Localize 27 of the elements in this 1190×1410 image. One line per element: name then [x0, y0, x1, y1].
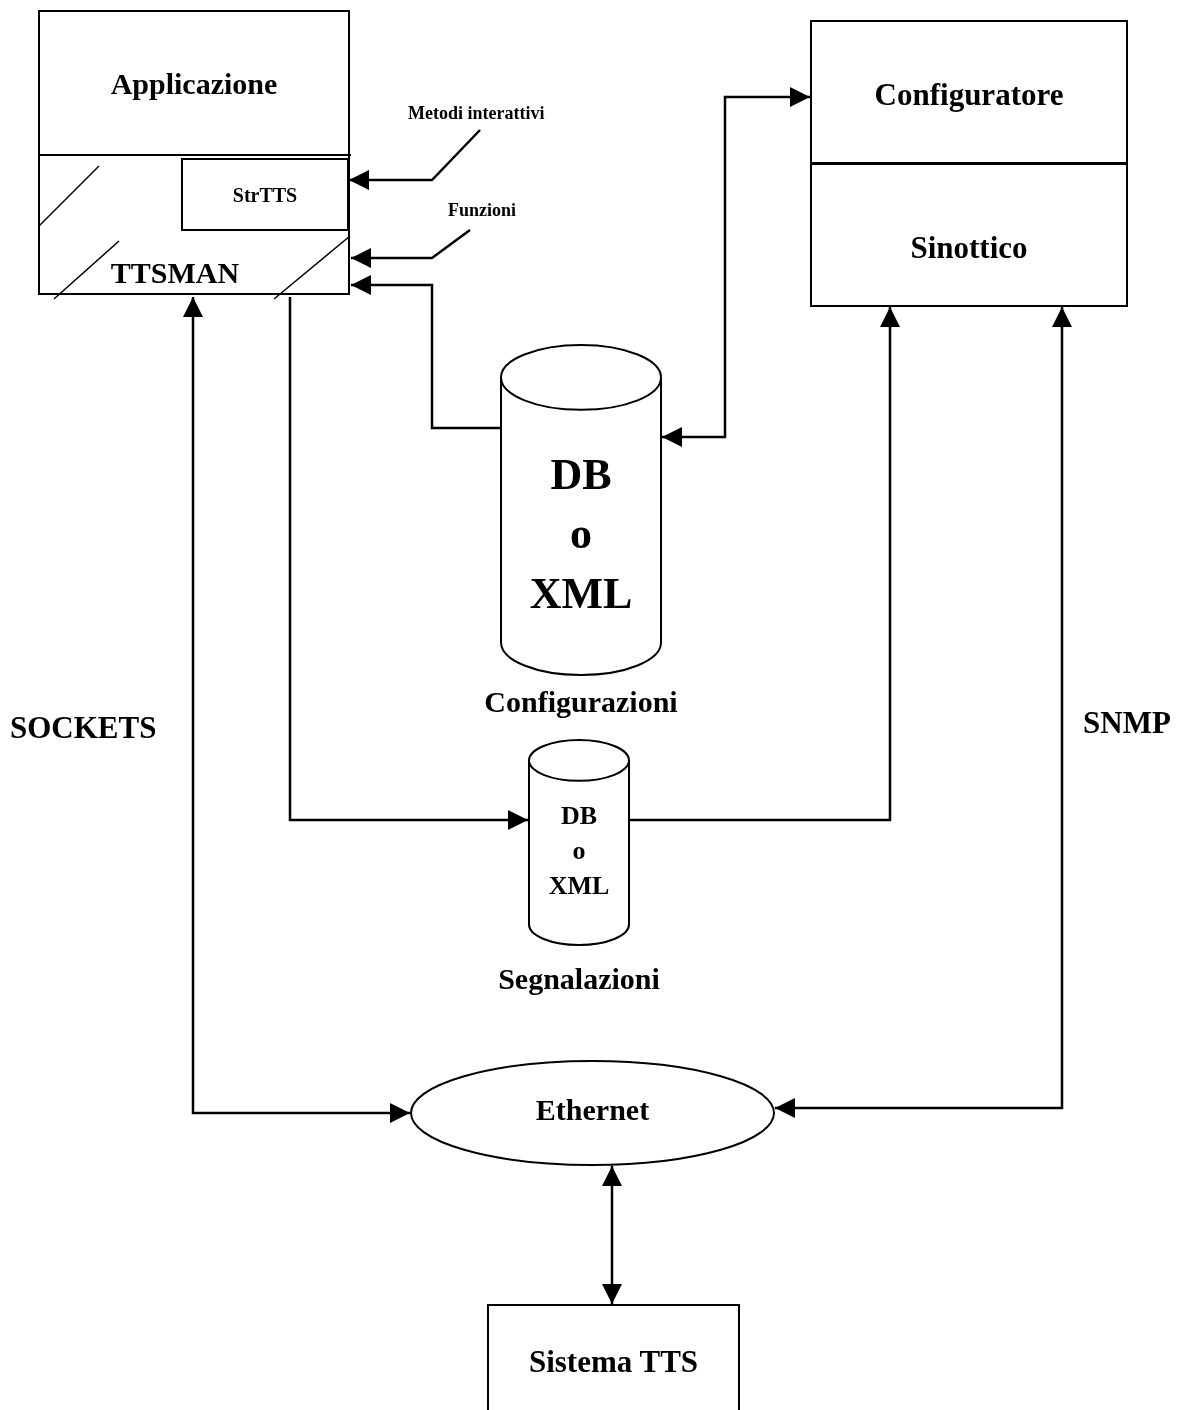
box-title: Applicazione	[109, 67, 279, 101]
connector-arrow	[351, 275, 500, 430]
box-title: Sistema TTS	[527, 1344, 700, 1380]
connector-arrow	[662, 87, 810, 447]
process-box	[810, 163, 1128, 307]
connector-arrow	[183, 297, 410, 1123]
box-title: Configuratore	[873, 77, 1065, 113]
node-label: Ethernet	[534, 1093, 651, 1127]
node-label: DB o XML	[547, 800, 611, 903]
process-box	[181, 158, 349, 231]
process-box	[487, 1304, 740, 1410]
connector-arrow	[349, 129, 481, 190]
connector-arrow	[630, 307, 900, 822]
connector-arrow	[288, 297, 528, 830]
connection-label: SOCKETS	[10, 710, 157, 746]
box-title: TTSMAN	[109, 256, 241, 290]
connector-arrow	[775, 307, 1072, 1118]
box-title: Sinottico	[909, 230, 1029, 266]
connector-arrow	[351, 229, 471, 268]
box-title: StrTTS	[231, 184, 299, 207]
network-ellipse	[410, 1060, 775, 1166]
node-label: DB o XML	[528, 449, 634, 620]
process-box	[810, 20, 1128, 164]
connection-label: SNMP	[1083, 705, 1171, 741]
node-caption: Configurazioni	[483, 685, 679, 719]
connector-arrow	[602, 1166, 622, 1304]
node-caption: Segnalazioni	[497, 962, 661, 996]
